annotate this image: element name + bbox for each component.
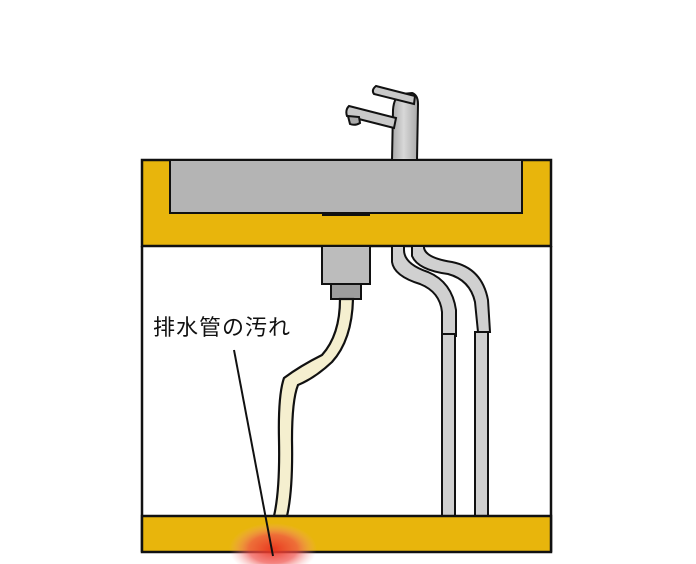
sink-basin — [169, 159, 523, 216]
faucet — [345, 84, 420, 161]
cabinet-floor — [140, 514, 553, 554]
drain-pipe-stain-label: 排水管の汚れ — [153, 316, 292, 341]
dirt-stain — [229, 523, 317, 564]
sink-drain-slot — [322, 212, 370, 216]
supply-pipes — [391, 245, 492, 517]
drain-fitting — [321, 245, 371, 300]
annotation-leader-line — [233, 349, 274, 557]
cabinet-walls — [140, 246, 553, 552]
